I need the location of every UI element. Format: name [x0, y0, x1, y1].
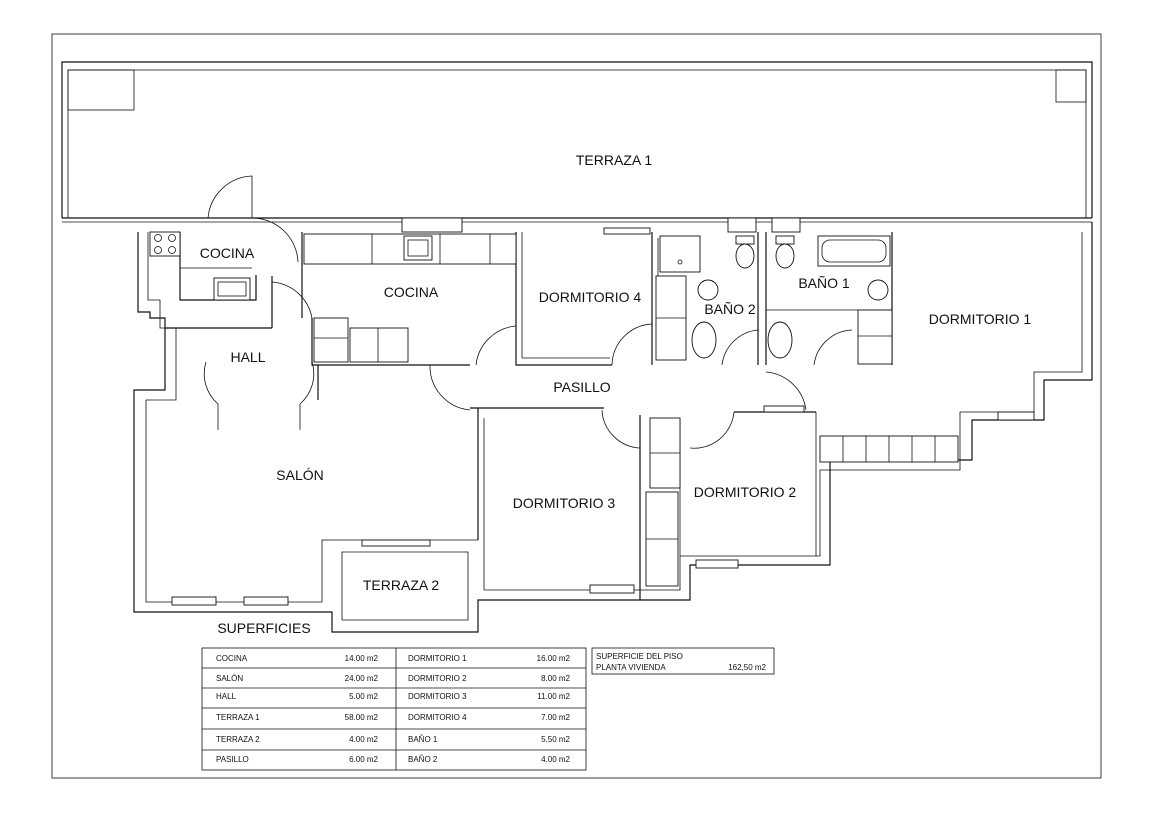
fixtures: [149, 231, 959, 587]
table-cell-left-area: 24.00 m2: [345, 674, 379, 683]
lower-cabinets: [349, 327, 409, 363]
room-label-bano-1: BAÑO 1: [798, 275, 850, 291]
room-label-dormitorio-4: DORMITORIO 4: [539, 289, 642, 305]
summary-line-1: SUPERFICIE DEL PISO: [596, 652, 683, 661]
room-labels: TERRAZA 1 COCINA COCINA HALL DORMITORIO …: [200, 152, 1032, 636]
table-cell-right-name: BAÑO 2: [408, 755, 438, 764]
area-table: COCINA 14.00 m2 DORMITORIO 1 16.00 m2 SALÓN 2…: [201, 647, 587, 771]
wardrobe-icon: [857, 309, 893, 365]
room-label-hall: HALL: [230, 349, 265, 365]
shower-tray-icon: [659, 235, 701, 273]
table-cell-left-name: SALÓN: [216, 674, 243, 683]
stove-icon: [149, 231, 181, 257]
room-label-dormitorio-2: DORMITORIO 2: [694, 484, 797, 500]
table-cell-right-area: 4.00 m2: [541, 755, 570, 764]
table-cell-left-area: 58.00 m2: [345, 713, 379, 722]
bathtub-icon: [817, 235, 891, 267]
table-cell-right-area: 5.50 m2: [541, 735, 570, 744]
terraza-1-area: [61, 61, 1093, 223]
drawing-frame: [51, 33, 1102, 779]
interior-walls: [165, 232, 893, 600]
table-cell-right-area: 11.00 m2: [537, 692, 570, 701]
fridge-icon: [313, 317, 349, 363]
room-label-dormitorio-1: DORMITORIO 1: [929, 311, 1032, 327]
table-cell-right-area: 7.00 m2: [541, 713, 570, 722]
table-cell-left-name: TERRAZA 2: [216, 735, 260, 744]
windows: [171, 217, 1035, 606]
table-cell-right-name: DORMITORIO 1: [408, 654, 467, 663]
washbasin-icon: [697, 279, 719, 301]
room-label-terraza-1: TERRAZA 1: [576, 152, 652, 168]
doors: [203, 175, 853, 449]
bidet-icon: [767, 321, 793, 359]
superficies-heading: SUPERFICIES: [217, 620, 310, 636]
washbasin-icon: [867, 279, 889, 301]
table-cell-right-name: BAÑO 1: [408, 735, 438, 744]
table-cell-left-name: TERRAZA 1: [216, 713, 260, 722]
room-label-terraza-2: TERRAZA 2: [363, 577, 439, 593]
toilet-icon: [775, 243, 795, 269]
outer-walls: [133, 222, 1093, 633]
room-label-cocina-small: COCINA: [200, 245, 255, 261]
room-label-bano-2: BAÑO 2: [704, 301, 756, 317]
table-cell-left-name: PASILLO: [216, 755, 249, 764]
summary-value: 162,50 m2: [728, 663, 766, 672]
sink-icon: [213, 277, 251, 301]
surface-summary: SUPERFICIE DEL PISO PLANTA VIVIENDA 162,…: [591, 647, 775, 675]
table-cell-left-area: 5.00 m2: [349, 692, 378, 701]
bidet-icon: [691, 321, 717, 359]
table-cell-right-area: 16.00 m2: [537, 654, 571, 663]
table-cell-right-name: DORMITORIO 3: [408, 692, 467, 701]
table-cell-right-name: DORMITORIO 2: [408, 674, 467, 683]
table-cell-left-area: 6.00 m2: [349, 755, 378, 764]
table-cell-left-name: COCINA: [216, 654, 248, 663]
summary-line-2: PLANTA VIVIENDA: [596, 663, 666, 672]
room-label-pasillo: PASILLO: [553, 379, 610, 395]
table-cell-left-area: 14.00 m2: [345, 654, 379, 663]
table-cell-right-name: DORMITORIO 4: [408, 713, 467, 722]
room-label-cocina: COCINA: [384, 284, 439, 300]
room-label-salon: SALÓN: [276, 467, 323, 483]
toilet-icon: [735, 243, 755, 269]
room-label-dormitorio-3: DORMITORIO 3: [513, 495, 616, 511]
table-cell-left-area: 4.00 m2: [349, 735, 378, 744]
table-cell-right-area: 8.00 m2: [541, 674, 570, 683]
table-cell-left-name: HALL: [216, 692, 237, 701]
